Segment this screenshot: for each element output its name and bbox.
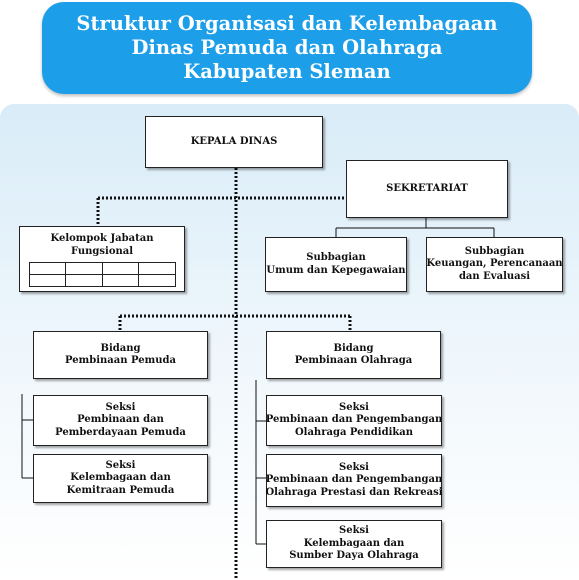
seksi-sumber-daya-label-2: Kelembagaan dan — [303, 537, 405, 549]
fungsional-cell — [66, 263, 103, 275]
bidang-olahraga-label-1: Bidang — [333, 342, 374, 354]
fungsional-label-2: Fungsional — [70, 245, 134, 257]
bidang-olahraga-label-2: Pembinaan Olahraga — [294, 355, 413, 366]
sekretariat-box: SEKRETARIAT — [346, 160, 508, 218]
subbagian-keuangan-label-3: dan Evaluasi — [458, 270, 531, 282]
subbagian-umum-box: Subbagian Umum dan Kepegawaian — [265, 237, 407, 292]
seksi-pemberdayaan-label-2: Pembinaan dan — [77, 414, 164, 426]
seksi-pemberdayaan-label-3: Pemberdayaan Pemuda — [55, 426, 186, 438]
seksi-kemitraan-label-1: Seksi — [105, 459, 136, 471]
title-banner: Struktur Organisasi dan Kelembagaan Dina… — [42, 2, 532, 94]
fungsional-grid — [28, 262, 176, 287]
kelompok-jabatan-fungsional-box: Kelompok Jabatan Fungsional — [19, 226, 185, 292]
subbagian-keuangan-label-2: Keuangan, Perencanaan — [426, 258, 563, 270]
seksi-sumber-daya-label-3: Sumber Daya Olahraga — [289, 550, 419, 562]
seksi-prestasi-label-3: Olahraga Prestasi dan Rekreasi — [265, 486, 443, 498]
seksi-kemitraan-pemuda-box: Seksi Kelembagaan dan Kemitraan Pemuda — [33, 454, 208, 503]
seksi-pemberdayaan-pemuda-box: Seksi Pembinaan dan Pemberdayaan Pemuda — [33, 395, 208, 446]
fungsional-cell — [66, 275, 103, 287]
seksi-kemitraan-label-3: Kemitraan Pemuda — [66, 484, 175, 496]
bidang-pembinaan-pemuda-box: Bidang Pembinaan Pemuda — [33, 331, 208, 379]
fungsional-label-1: Kelompok Jabatan — [50, 233, 154, 244]
sekretariat-label: SEKRETARIAT — [386, 182, 468, 194]
bidang-pembinaan-olahraga-box: Bidang Pembinaan Olahraga — [266, 331, 441, 379]
seksi-prestasi-label-1: Seksi — [339, 461, 369, 473]
seksi-pendidikan-label-3: Olahraga Pendidikan — [294, 426, 414, 438]
title-line-1: Struktur Organisasi dan Kelembagaan — [76, 12, 498, 35]
subbagian-umum-label-2: Umum dan Kepegawaian — [266, 264, 406, 276]
bidang-pemuda-label-1: Bidang — [100, 342, 141, 354]
fungsional-cell — [139, 263, 176, 275]
title-line-3: Kabupaten Sleman — [183, 60, 391, 83]
title-line-2: Dinas Pemuda dan Olahraga — [131, 36, 443, 59]
seksi-olahraga-prestasi-box: Seksi Pembinaan dan Pengembangan Olahrag… — [265, 454, 443, 507]
subbagian-keuangan-label-1: Subbagian — [464, 245, 525, 257]
seksi-sumber-daya-olahraga-box: Seksi Kelembagaan dan Sumber Daya Olahra… — [266, 520, 442, 568]
seksi-pendidikan-label-1: Seksi — [339, 401, 369, 413]
seksi-pendidikan-label-2: Pembinaan dan Pengembangan — [265, 414, 443, 426]
subbagian-umum-label-1: Subbagian — [306, 252, 366, 263]
seksi-prestasi-label-2: Pembinaan dan Pengembangan — [265, 474, 443, 486]
fungsional-cell — [29, 275, 66, 287]
kepala-dinas-label: KEPALA DINAS — [190, 135, 278, 147]
bidang-pemuda-label-2: Pembinaan Pemuda — [65, 355, 176, 366]
seksi-sumber-daya-label-1: Seksi — [339, 525, 369, 537]
seksi-olahraga-pendidikan-box: Seksi Pembinaan dan Pengembangan Olahrag… — [266, 395, 442, 446]
seksi-kemitraan-label-2: Kelembagaan dan — [70, 472, 171, 484]
fungsional-cell — [102, 263, 139, 275]
subbagian-keuangan-box: Subbagian Keuangan, Perencanaan dan Eval… — [426, 237, 563, 292]
fungsional-cell — [139, 275, 176, 287]
fungsional-cell — [102, 275, 139, 287]
fungsional-cell — [29, 263, 66, 275]
seksi-pemberdayaan-label-1: Seksi — [105, 401, 136, 413]
kepala-dinas-box: KEPALA DINAS — [145, 116, 323, 168]
